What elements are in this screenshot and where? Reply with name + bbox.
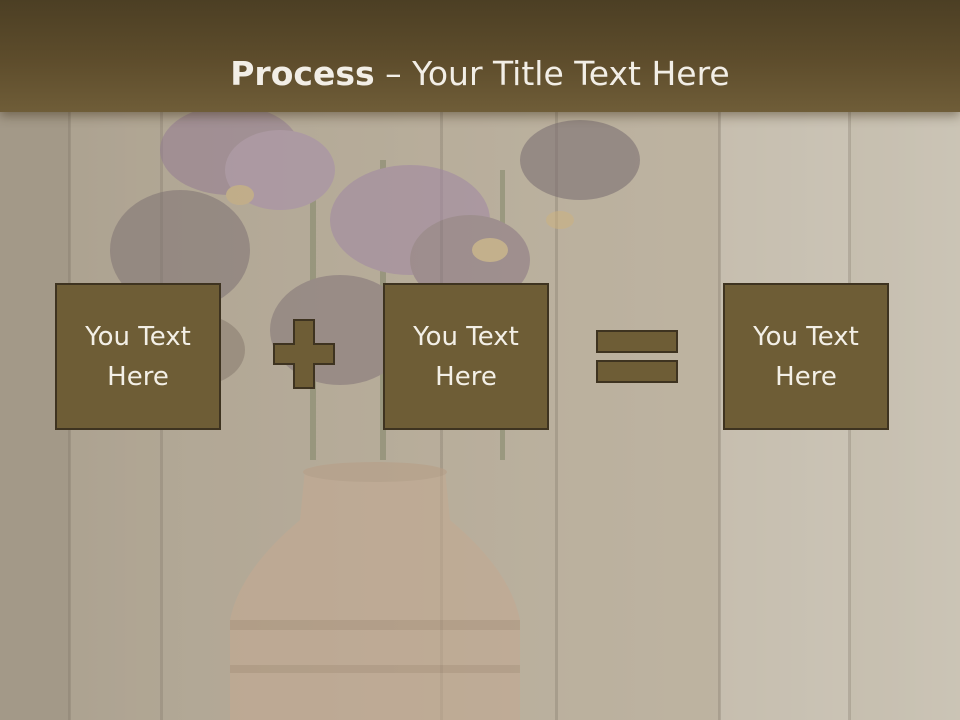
equals-icon — [596, 330, 678, 383]
iris-flowers-image — [110, 105, 640, 460]
process-box-1[interactable]: You Text Here — [55, 283, 221, 430]
process-box-text: You Text Here — [753, 321, 859, 392]
plus-icon — [273, 319, 335, 389]
vase-image — [230, 462, 520, 720]
title-text: Your Title Text Here — [412, 54, 730, 93]
process-box-3[interactable]: You Text Here — [723, 283, 889, 430]
title-separator: – — [374, 54, 413, 93]
process-box-text: You Text Here — [85, 321, 191, 392]
title-bar: Process – Your Title Text Here — [0, 0, 960, 112]
slide-title: Process – Your Title Text Here — [0, 52, 960, 96]
title-bold: Process — [230, 54, 375, 93]
process-box-text: You Text Here — [413, 321, 519, 392]
process-box-2[interactable]: You Text Here — [383, 283, 549, 430]
